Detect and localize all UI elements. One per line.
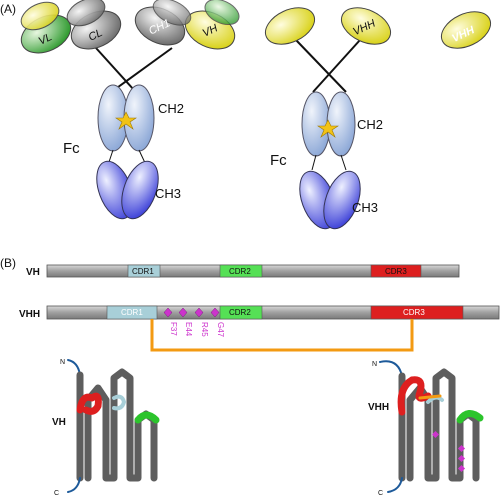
hcab-disulfide-star — [317, 119, 339, 138]
vhh-c-terminus: C — [378, 490, 383, 497]
hallmark-e44: E44 — [184, 322, 193, 337]
heavy-chain-antibody: VHH Fc CH2 CH3 — [264, 7, 392, 230]
vh-label: VH — [201, 22, 220, 39]
ch2-label: CH2 — [158, 101, 184, 116]
vh-structure: N C VH — [52, 359, 160, 497]
vhh-cdr2-loop — [456, 410, 484, 424]
vhh-hallmark-1 — [431, 430, 440, 439]
vh-cdr2-label: CDR2 — [229, 267, 251, 276]
vhh-domain-right — [340, 7, 392, 45]
conventional-antibody: VL CL CH1 VH Fc CH2 CH3 — [20, 0, 240, 220]
vh-sequence-bar: VH CDR1 CDR2 CDR3 — [26, 264, 460, 278]
vh-cdr1-label: CDR1 — [132, 267, 154, 276]
hcab-ch2-right — [326, 91, 356, 157]
vhh-structure-label: VHH — [368, 402, 389, 413]
vh-c-terminus: C — [54, 490, 59, 497]
vh-cdr2-loop — [134, 411, 160, 424]
vh-n-terminus: N — [60, 359, 65, 366]
hallmark-marker-f37 — [163, 307, 173, 318]
vh-domain-left — [20, 1, 60, 31]
nanobody-vhh-domain — [440, 11, 492, 49]
vhh-cdr1-label: CDR1 — [121, 308, 143, 317]
cl-label: CL — [87, 27, 105, 44]
hcab-ch3-label: CH3 — [352, 200, 378, 215]
vhh-sequence-bar: VHH CDR1 CDR2 CDR3 — [19, 305, 500, 320]
vhh-cdr2-label: CDR2 — [229, 308, 251, 317]
hallmark-r45: R45 — [200, 322, 209, 337]
ch3-domain-right — [121, 160, 159, 220]
vh-structure-label: VH — [52, 417, 66, 428]
vhh-hallmark-2 — [457, 444, 466, 453]
hallmark-marker-e44 — [178, 307, 188, 318]
disulfide-star — [115, 111, 137, 130]
vl-domain-right — [204, 0, 240, 26]
ch1-domain-left — [66, 0, 106, 27]
panel-a-label: (A) — [0, 2, 16, 16]
vhh-cdr2 — [219, 305, 263, 320]
ch3-label: CH3 — [155, 186, 181, 201]
panel-b-label: (B) — [0, 256, 16, 270]
cdr1-cdr3-disulfide-link — [150, 319, 414, 352]
vhh-cdr3-label: CDR3 — [403, 308, 425, 317]
vh-cdr1 — [127, 264, 161, 278]
hallmark-g47: G47 — [216, 322, 225, 338]
vhh-n-terminus: N — [372, 361, 377, 368]
vhh-orange-link — [418, 394, 442, 400]
vhh-hallmark-3 — [457, 454, 466, 463]
hallmark-marker-r45 — [194, 307, 204, 318]
nanobody: VHH — [440, 11, 492, 49]
vh-cdr3 — [370, 264, 422, 278]
vl-label: VL — [37, 31, 54, 48]
vhh-cdr1 — [106, 305, 158, 320]
vh-cdr3-loop — [76, 392, 102, 415]
vhh-domain-left — [264, 7, 316, 45]
vh-cdr3-label: CDR3 — [385, 267, 407, 276]
vhh-structure: N C VHH — [368, 360, 484, 497]
vhh-hallmark-4 — [457, 464, 466, 473]
hcab-ch3-right — [323, 170, 361, 230]
cl-domain-right — [152, 0, 192, 26]
vhh-cdr3 — [370, 305, 464, 320]
hallmark-f37: F37 — [169, 322, 178, 336]
vh-cdr2 — [219, 264, 263, 278]
vh-bar-label: VH — [26, 267, 40, 278]
hcab-ch2-label: CH2 — [357, 117, 383, 132]
fc-label: Fc — [63, 140, 80, 157]
hallmark-marker-g47 — [210, 307, 220, 318]
vh-cdr1-loop — [112, 394, 126, 411]
vhh-bar-label: VHH — [19, 309, 40, 320]
hcab-fc-label: Fc — [270, 152, 287, 169]
